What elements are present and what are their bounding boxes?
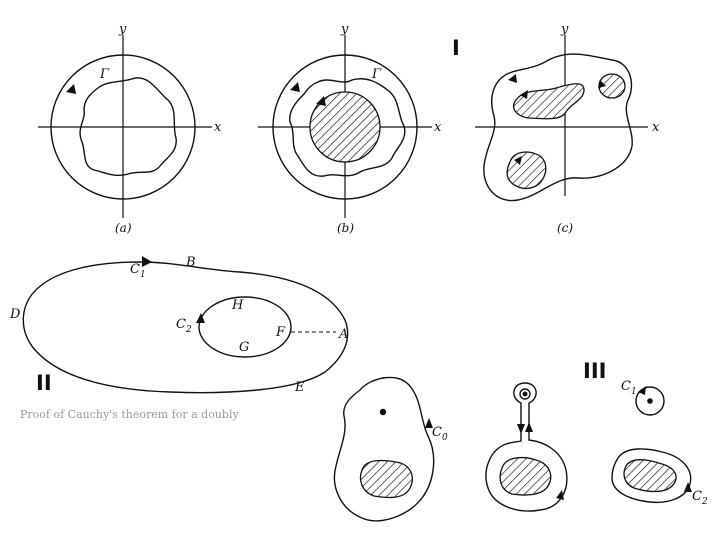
outer-contour-C1 — [22, 261, 349, 394]
orientation-arrow-outer — [290, 82, 300, 92]
orientation-arrow — [66, 84, 76, 94]
region-1-arrow — [520, 90, 528, 99]
panel-I-label: I — [452, 36, 460, 60]
x-axis-label: x — [652, 120, 660, 135]
keyhole-contour — [485, 382, 568, 512]
inner-contour-C2 — [198, 296, 292, 358]
singular-point — [647, 398, 653, 404]
label-A: A — [338, 327, 348, 342]
region-2-arrow — [598, 80, 606, 88]
subfigure-a: x y Γ (a) — [38, 22, 222, 235]
singular-point — [379, 408, 387, 416]
outer-circle — [272, 54, 418, 200]
label-C2: C2 — [692, 489, 708, 507]
label-E: E — [294, 380, 305, 395]
gamma-curve — [79, 77, 177, 177]
caption-b: (b) — [337, 221, 354, 235]
excluded-region — [623, 459, 677, 493]
y-axis-label: y — [340, 22, 349, 37]
down-arrow — [517, 424, 525, 434]
C0-arrow — [425, 418, 433, 428]
C2-arrow — [684, 482, 692, 492]
y-axis-label: y — [118, 22, 127, 37]
C1-arrow — [142, 256, 152, 267]
panel-II-label: II — [36, 371, 52, 395]
orientation-arrow — [508, 74, 517, 83]
x-axis-label: x — [214, 120, 222, 135]
subfigure-keyhole — [485, 382, 568, 512]
y-axis-label: y — [560, 22, 569, 37]
subfigure-c: x y (c) — [475, 22, 660, 235]
panel-III-label: III — [583, 359, 606, 383]
panel-II: C1 B D C2 H F G A E II Proof of Cauchy's… — [9, 255, 348, 421]
gamma-curve — [289, 78, 406, 177]
label-G: G — [239, 340, 249, 355]
label-D: D — [9, 307, 21, 322]
label-H: H — [231, 298, 244, 313]
panel-I: I x y Γ (a) x y Γ (b) — [38, 22, 660, 235]
orientation-arrow-inner — [316, 96, 326, 106]
outer-contour-C0 — [333, 376, 435, 522]
subfigure-b: x y Γ (b) — [258, 22, 442, 235]
up-arrow — [525, 422, 533, 432]
singular-point — [522, 391, 528, 397]
excluded-region — [359, 459, 413, 499]
small-contour-C1 — [635, 386, 665, 416]
excluded-region-3 — [506, 151, 547, 190]
label-C2: C2 — [176, 317, 192, 335]
small-circle — [519, 388, 531, 400]
caption-fragment: Proof of Cauchy's theorem for a doubly — [20, 408, 239, 421]
label-F: F — [275, 325, 286, 340]
C2-arrow — [196, 313, 205, 323]
C1-arrow — [638, 386, 646, 395]
outer-circle — [50, 54, 196, 200]
label-C0: C0 — [432, 425, 448, 443]
subfigure-C1-C2: C1 C2 — [611, 379, 708, 507]
x-axis-label: x — [434, 120, 442, 135]
caption-a: (a) — [115, 221, 132, 235]
subfigure-C0: C0 — [333, 376, 448, 522]
caption-c: (c) — [557, 221, 573, 235]
gamma-label: Γ — [99, 67, 110, 82]
excluded-disk — [309, 91, 381, 163]
label-C1: C1 — [621, 379, 637, 397]
excluded-region-1 — [513, 83, 585, 120]
outer-contour — [483, 53, 633, 202]
gamma-label: Γ — [371, 67, 382, 82]
label-B: B — [185, 255, 196, 270]
contour-C2 — [611, 448, 692, 504]
excluded-region — [499, 456, 552, 496]
keyhole-arrow — [556, 490, 564, 500]
region-3-arrow — [514, 156, 522, 165]
panel-III: III C0 C1 C2 — [333, 359, 708, 522]
label-C1: C1 — [130, 262, 146, 280]
